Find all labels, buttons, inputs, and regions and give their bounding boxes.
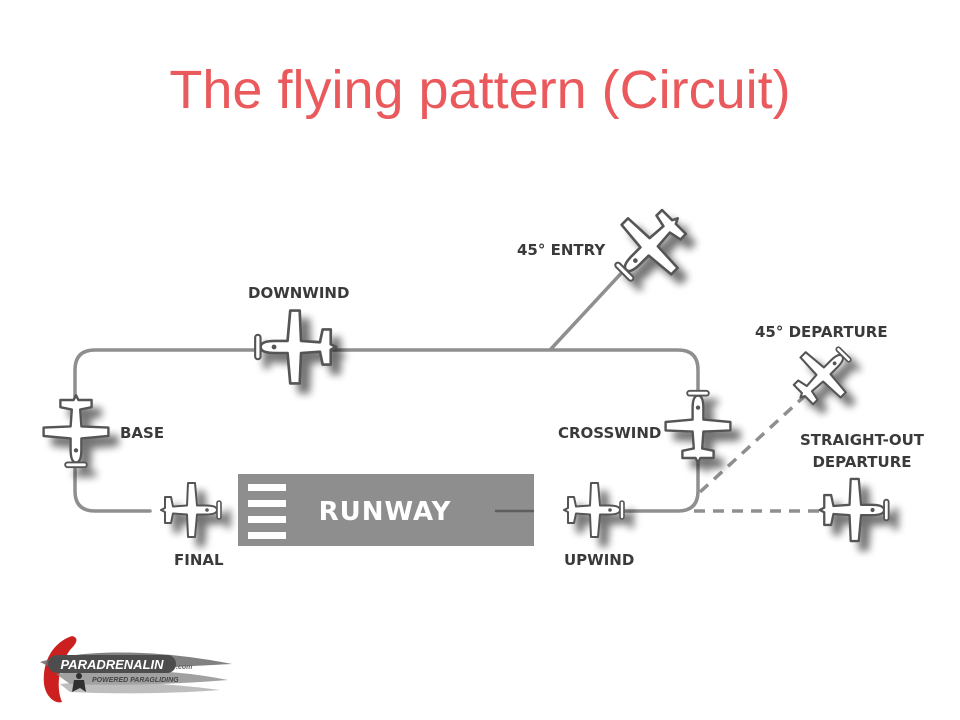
downwind-label: DOWNWIND xyxy=(248,284,349,302)
runway: RUNWAY xyxy=(238,474,534,546)
base-label: BASE xyxy=(120,424,164,442)
departure-45-aircraft-icon xyxy=(779,331,867,419)
entry-45-label: 45° ENTRY xyxy=(517,241,606,259)
logo-pilot-icon xyxy=(72,673,86,692)
circuit-path xyxy=(73,348,700,513)
straight-out-label-line1: STRAIGHT-OUT xyxy=(800,431,925,449)
logo-domain: .com xyxy=(176,664,192,671)
crosswind-aircraft-icon xyxy=(664,389,732,464)
final-aircraft-icon xyxy=(160,482,222,538)
runway-label: RUNWAY xyxy=(319,497,452,527)
upwind-aircraft-icon xyxy=(563,482,625,538)
straight-out-aircraft-icon xyxy=(818,477,890,543)
paradrenalin-logo: PARADRENALIN .com POWERED PARAGLIDING xyxy=(40,636,232,703)
straight-out-label-line2: DEPARTURE xyxy=(812,453,911,471)
final-label: FINAL xyxy=(174,551,224,569)
departure-45-label: 45° DEPARTURE xyxy=(755,323,888,341)
slide-title: The flying pattern (Circuit) xyxy=(169,60,791,120)
downwind-aircraft-icon xyxy=(253,309,338,385)
logo-name: PARADRENALIN xyxy=(60,657,164,672)
upwind-label: UPWIND xyxy=(564,551,634,569)
departure-45-line xyxy=(698,391,810,494)
base-aircraft-icon xyxy=(42,394,110,469)
crosswind-label: CROSSWIND xyxy=(558,424,661,442)
logo-tagline: POWERED PARAGLIDING xyxy=(92,677,179,684)
